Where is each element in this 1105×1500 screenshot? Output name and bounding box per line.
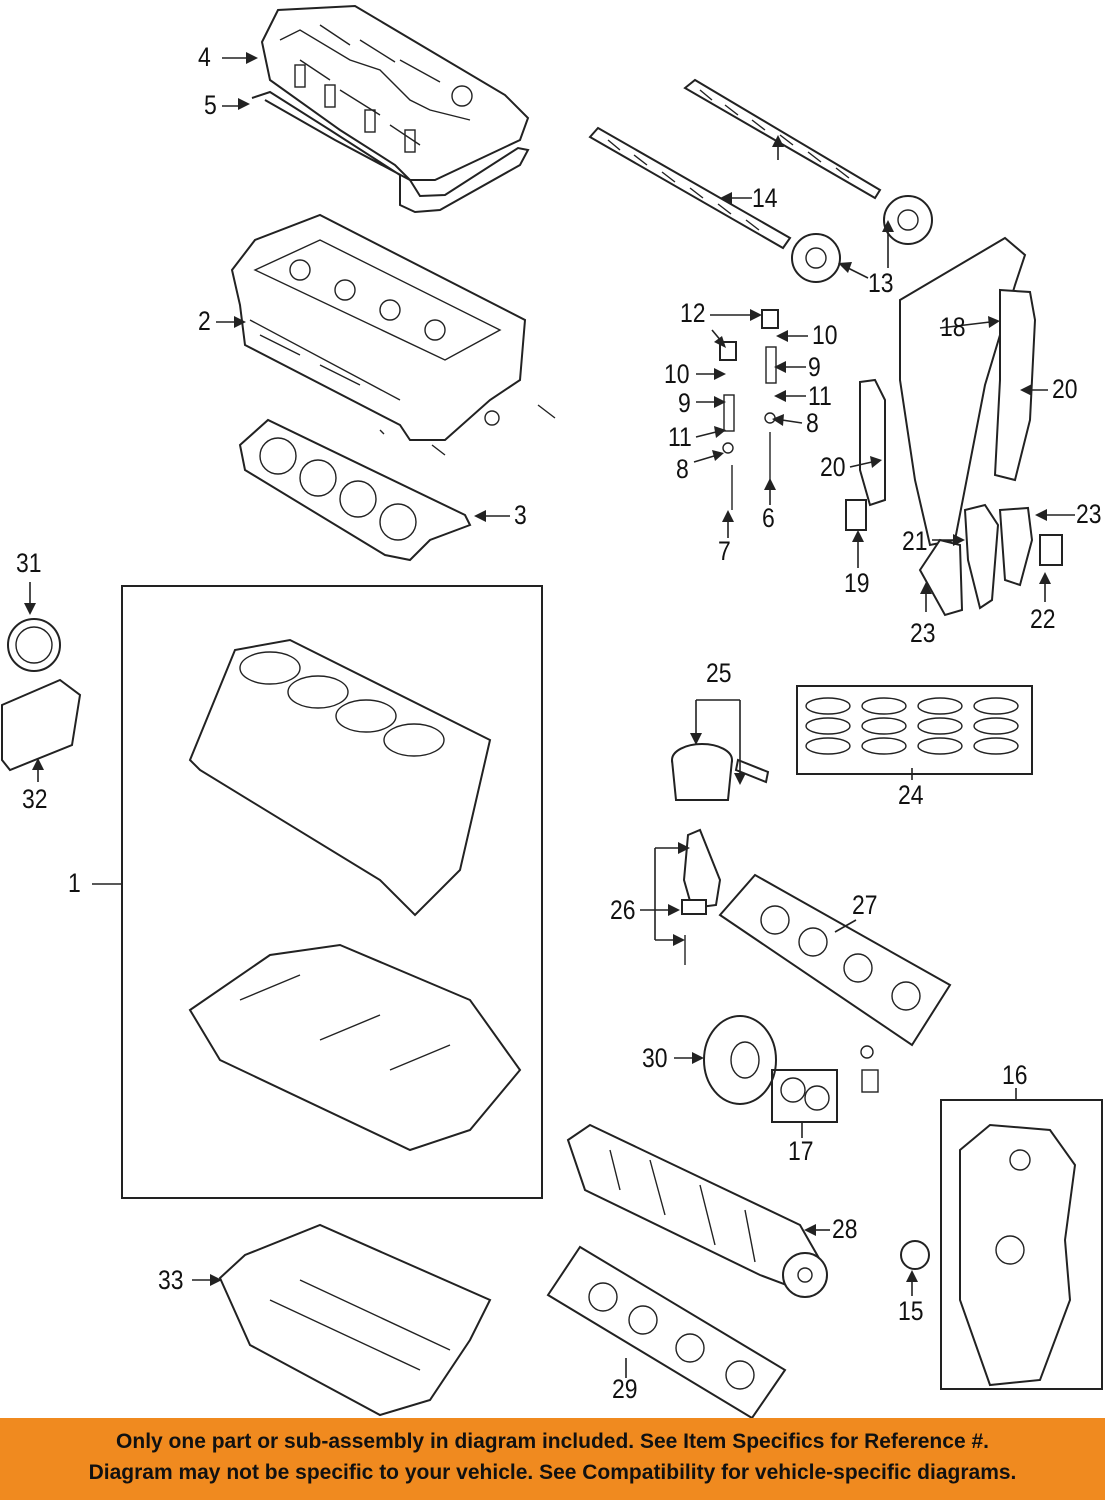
callout-26: 26 bbox=[610, 895, 636, 925]
callout-15: 15 bbox=[898, 1296, 924, 1326]
engine-block-frame bbox=[121, 585, 543, 1199]
callout-28: 28 bbox=[832, 1214, 858, 1244]
callout-17: 17 bbox=[788, 1136, 814, 1166]
rod-bearings-box bbox=[718, 873, 952, 1047]
cam-sprocket-drawing bbox=[791, 195, 933, 283]
disclaimer-line-2: Diagram may not be specific to your vehi… bbox=[88, 1461, 1017, 1484]
callout-30: 30 bbox=[642, 1043, 668, 1073]
piston-rings-drawing bbox=[805, 697, 1019, 755]
exploded-engine-illustration bbox=[0, 4, 1103, 1418]
callout-16: 16 bbox=[1002, 1060, 1028, 1090]
callout-10-left: 10 bbox=[664, 359, 690, 389]
callout-10-right: 10 bbox=[812, 320, 838, 350]
callout-23-bottom: 23 bbox=[910, 618, 936, 648]
callout-11-left: 11 bbox=[668, 422, 692, 452]
callout-32: 32 bbox=[22, 784, 48, 814]
callout-5: 5 bbox=[204, 90, 217, 120]
crank-pulley-drawing bbox=[703, 1015, 777, 1105]
callout-31: 31 bbox=[16, 548, 42, 578]
engine-block-drawing bbox=[188, 638, 522, 1152]
callout-29: 29 bbox=[612, 1374, 638, 1404]
crankshaft-drawing bbox=[566, 1123, 828, 1298]
callout-27: 27 bbox=[852, 890, 878, 920]
callout-12: 12 bbox=[680, 298, 706, 328]
callout-7: 7 bbox=[718, 536, 731, 566]
callout-22: 22 bbox=[1030, 604, 1056, 634]
callout-9-right: 9 bbox=[808, 352, 821, 382]
callout-33: 33 bbox=[158, 1265, 184, 1295]
disclaimer-line-1: Only one part or sub-assembly in diagram… bbox=[116, 1430, 989, 1453]
callout-13: 13 bbox=[868, 268, 894, 298]
timing-cover-drawing bbox=[959, 1123, 1077, 1387]
valve-cover-drawing bbox=[260, 4, 530, 181]
callout-14: 14 bbox=[752, 183, 778, 213]
callout-4: 4 bbox=[198, 42, 211, 72]
callout-24: 24 bbox=[898, 780, 924, 810]
head-gasket-drawing bbox=[238, 418, 472, 562]
callout-20-right: 20 bbox=[1052, 374, 1078, 404]
timing-cover-frame bbox=[940, 1099, 1103, 1390]
callout-18: 18 bbox=[940, 312, 966, 342]
callout-25: 25 bbox=[706, 658, 732, 688]
callout-23-right: 23 bbox=[1076, 499, 1102, 529]
piston-rings-box bbox=[796, 685, 1033, 775]
camshaft-drawing bbox=[588, 78, 882, 250]
disclaimer-banner: Only one part or sub-assembly in diagram… bbox=[0, 1418, 1105, 1500]
valvetrain-drawing bbox=[719, 309, 779, 510]
callout-8-right: 8 bbox=[806, 408, 819, 438]
oil-pan-drawing bbox=[218, 1223, 492, 1417]
callout-19: 19 bbox=[844, 568, 870, 598]
connecting-rod-drawing bbox=[681, 828, 722, 965]
valve-cover-gasket-drawing bbox=[251, 90, 530, 214]
callout-3: 3 bbox=[514, 500, 527, 530]
callout-9-left: 9 bbox=[678, 388, 691, 418]
timing-chain-drawing bbox=[845, 236, 1063, 617]
callout-2: 2 bbox=[198, 306, 211, 336]
callout-1: 1 bbox=[68, 868, 81, 898]
callout-21: 21 bbox=[902, 526, 928, 556]
crank-gears-box bbox=[771, 1069, 838, 1123]
leader-lines bbox=[24, 52, 1075, 1378]
front-seal-drawing bbox=[900, 1240, 930, 1270]
cylinder-head-drawing bbox=[230, 213, 556, 456]
piston-drawing bbox=[671, 743, 770, 801]
main-bearings-drawing bbox=[588, 1282, 755, 1390]
main-bearings-box bbox=[546, 1245, 787, 1418]
callout-8-left: 8 bbox=[676, 454, 689, 484]
oil-separator-drawing bbox=[0, 678, 82, 772]
callout-20-left: 20 bbox=[820, 452, 846, 482]
callout-6: 6 bbox=[762, 503, 775, 533]
rod-bearings-drawing bbox=[760, 905, 921, 1011]
callout-11-right: 11 bbox=[808, 381, 832, 411]
